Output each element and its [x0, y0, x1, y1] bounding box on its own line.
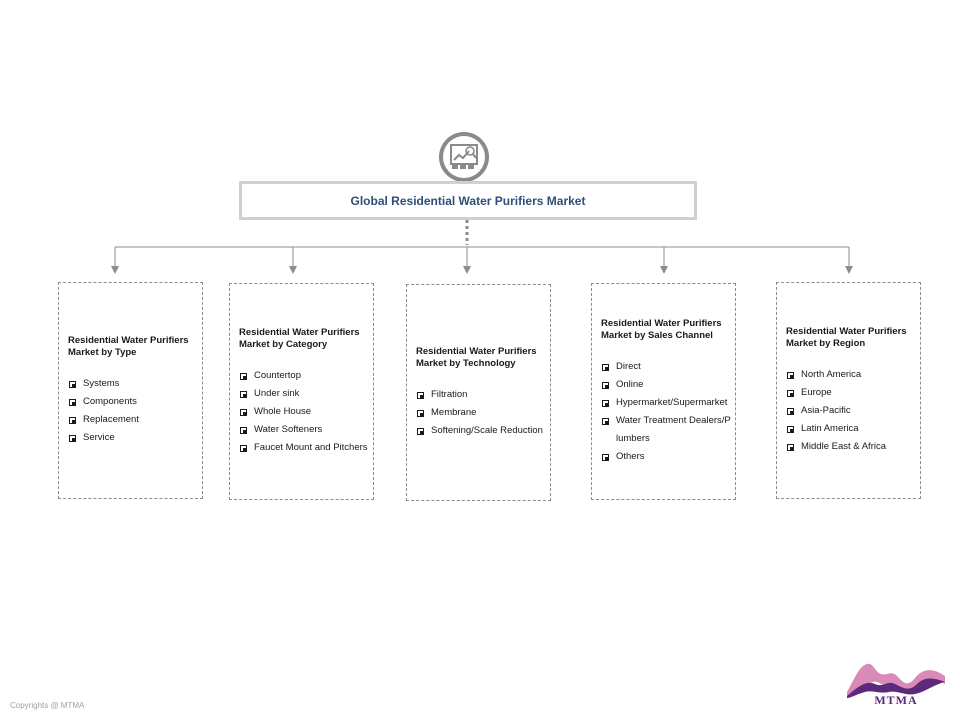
list-item-label: Under sink — [254, 387, 300, 399]
list-item: Others — [601, 448, 731, 466]
list-item: Softening/Scale Reduction — [416, 422, 546, 440]
segment-box: Residential Water Purifiers Market by Ca… — [229, 283, 374, 500]
market-analysis-icon — [450, 144, 478, 169]
list-item-label: Middle East & Africa — [801, 440, 887, 452]
logo-text: MTMA — [874, 693, 918, 707]
segment-title: Residential Water Purifiers Market by Re… — [786, 325, 907, 349]
list-item: Replacement — [68, 411, 198, 429]
arrow-down-icon — [289, 266, 297, 274]
checkbox-bullet-icon — [602, 363, 609, 371]
list-item: Asia-Pacific — [786, 402, 916, 420]
list-item-label: Latin America — [801, 422, 859, 434]
checkbox-bullet-icon — [602, 399, 609, 407]
list-item: Countertop — [239, 367, 369, 385]
checkbox-bullet-icon — [602, 453, 609, 461]
list-item: Components — [68, 393, 198, 411]
checkbox-bullet-icon — [787, 389, 794, 397]
list-item: Online — [601, 376, 731, 394]
checkbox-bullet-icon — [69, 380, 76, 388]
list-item-label: Others — [616, 450, 645, 462]
checkbox-bullet-icon — [417, 427, 424, 435]
segment-box: Residential Water Purifiers Market by Te… — [406, 284, 551, 501]
list-item: Direct — [601, 358, 731, 376]
list-item-label: Whole House — [254, 405, 312, 417]
checkbox-bullet-icon — [69, 416, 76, 424]
list-item: Whole House — [239, 403, 369, 421]
list-item: Latin America — [786, 420, 916, 438]
list-item: Middle East & Africa — [786, 438, 916, 456]
arrow-down-icon — [463, 266, 471, 274]
list-item: Service — [68, 429, 198, 447]
checkbox-bullet-icon — [602, 417, 609, 425]
list-item: Under sink — [239, 385, 369, 403]
checkbox-bullet-icon — [602, 381, 609, 389]
list-item: Membrane — [416, 404, 546, 422]
list-item: Systems — [68, 375, 198, 393]
checkbox-bullet-icon — [787, 425, 794, 433]
list-item: Hypermarket/Supermarket — [601, 394, 731, 412]
checkbox-bullet-icon — [240, 372, 247, 380]
checkbox-bullet-icon — [69, 434, 76, 442]
list-item-label: Countertop — [254, 369, 302, 381]
segment-title: Residential Water Purifiers Market by Ca… — [239, 326, 360, 350]
checkbox-bullet-icon — [69, 398, 76, 406]
list-item-label: Europe — [801, 386, 832, 398]
arrow-down-icon — [660, 266, 668, 274]
copyright-text: Copyrights @ MTMA — [10, 701, 85, 710]
list-item-label: Hypermarket/Supermarket — [616, 396, 728, 408]
list-item: North America — [786, 366, 916, 384]
segment-box: Residential Water Purifiers Market by Ty… — [58, 282, 203, 499]
list-item-label: Replacement — [83, 413, 139, 425]
list-item: Europe — [786, 384, 916, 402]
main-title-box: Global Residential Water Purifiers Marke… — [239, 181, 697, 220]
list-item: Filtration — [416, 386, 546, 404]
arrow-down-icon — [845, 266, 853, 274]
list-item-label: Components — [83, 395, 137, 407]
checkbox-bullet-icon — [417, 409, 424, 417]
mtma-logo: MTMA — [845, 658, 947, 710]
list-item-label: Service — [83, 431, 115, 443]
list-item-label: Systems — [83, 377, 120, 389]
checkbox-bullet-icon — [787, 443, 794, 451]
checkbox-bullet-icon — [240, 390, 247, 398]
checkbox-bullet-icon — [787, 371, 794, 379]
list-item: Faucet Mount and Pitchers — [239, 439, 369, 457]
list-item-label: Membrane — [431, 406, 477, 418]
segment-title: Residential Water Purifiers Market by Sa… — [601, 317, 722, 341]
list-item: Water Treatment Dealers/Plumbers — [601, 412, 731, 448]
list-item-label: Faucet Mount and Pitchers — [254, 441, 368, 453]
list-item-label: North America — [801, 368, 862, 380]
checkbox-bullet-icon — [787, 407, 794, 415]
checkbox-bullet-icon — [240, 444, 247, 452]
list-item-label: Water Treatment Dealers/Plumbers — [616, 414, 731, 444]
list-item-label: Online — [616, 378, 644, 390]
list-item-label: Asia-Pacific — [801, 404, 851, 416]
hub-icon-circle — [439, 132, 489, 182]
segment-title: Residential Water Purifiers Market by Te… — [416, 345, 537, 369]
list-item-label: Softening/Scale Reduction — [431, 424, 543, 436]
list-item-label: Direct — [616, 360, 641, 372]
segment-box: Residential Water Purifiers Market by Sa… — [591, 283, 736, 500]
arrow-down-icon — [111, 266, 119, 274]
list-item-label: Water Softeners — [254, 423, 323, 435]
main-title: Global Residential Water Purifiers Marke… — [350, 193, 586, 208]
segment-title: Residential Water Purifiers Market by Ty… — [68, 334, 189, 358]
segment-box: Residential Water Purifiers Market by Re… — [776, 282, 921, 499]
checkbox-bullet-icon — [240, 426, 247, 434]
list-item: Water Softeners — [239, 421, 369, 439]
list-item-label: Filtration — [431, 388, 468, 400]
checkbox-bullet-icon — [417, 391, 424, 399]
checkbox-bullet-icon — [240, 408, 247, 416]
